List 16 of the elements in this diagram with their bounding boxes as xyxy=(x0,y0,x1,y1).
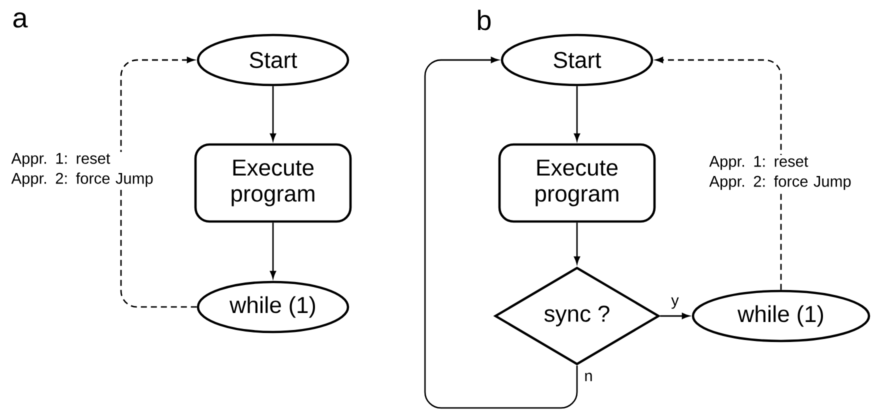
arrow xyxy=(270,86,276,141)
panel-letter: a xyxy=(13,12,28,28)
arrow xyxy=(574,86,580,141)
edge-label: y xyxy=(671,297,679,309)
arrow xyxy=(574,222,580,264)
edge-label: Appr. 1: reset Appr. 2: force Jump xyxy=(708,155,860,191)
edge-label: Appr. 1: reset Appr. 2: force Jump xyxy=(10,152,162,188)
arrow xyxy=(660,312,690,319)
edge-label: n xyxy=(585,372,592,382)
dashed-arrow xyxy=(656,56,782,290)
panel-letter: b xyxy=(478,10,491,30)
dashed-arrow xyxy=(120,56,197,308)
arrow xyxy=(270,222,276,278)
process-box: Execute program xyxy=(498,143,656,223)
process-box: Execute program xyxy=(194,143,352,223)
arrow xyxy=(424,56,578,409)
